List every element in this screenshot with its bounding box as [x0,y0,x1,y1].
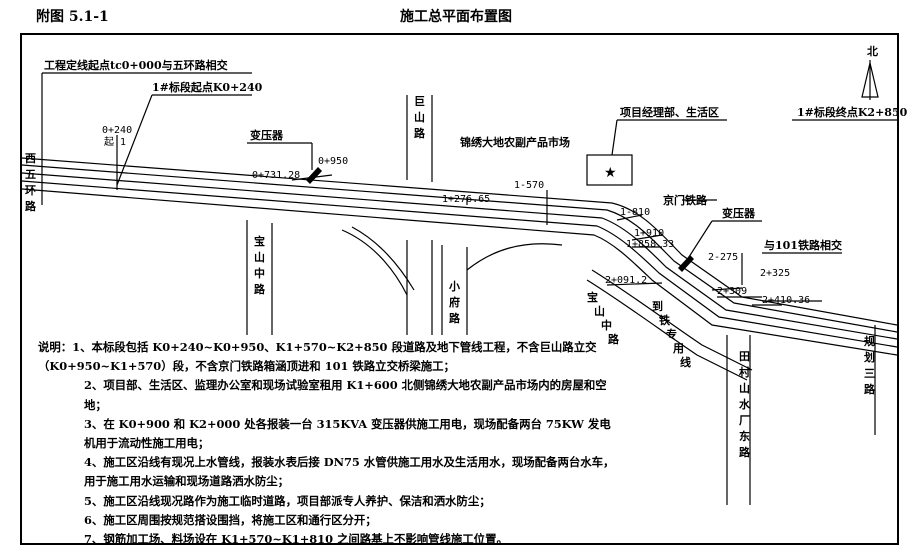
market-star-icon: ★ [604,165,617,181]
jushan-road-char-1: 山 [414,110,425,124]
north-label: 北 [867,44,878,58]
baoshan-curve-char-0: 宝 [587,290,598,304]
note-1: 说明：1、本标段包括 K0+240~K0+950、K1+570~K2+850 段… [38,340,597,374]
rail-special-char-2: 专 [666,327,677,341]
rail101-label: 与101铁路相交 [764,238,842,252]
road-line-4 [21,180,898,348]
note-3: 3、在 K0+900 和 K2+000 处各报装一台 315KVA 变压器供施工… [84,416,611,451]
tiancun-road-char-3: 水 [739,397,751,411]
station-0240: 0+240 [102,125,132,136]
road-line-3 [21,172,898,340]
station-1858: 1+858.33 [626,239,674,250]
tiancun-road-char-2: 山 [739,381,750,395]
rail-special-char-0: 到 [652,299,663,313]
note-5: 5、施工区沿线现况路作为施工临时道路，项目部派专人养护、保洁和洒水防尘； [84,493,491,508]
seg-start-label: 1#标段起点K0+240 [152,80,263,94]
tiancun-road-char-6: 路 [739,445,751,459]
west-road-char-2: 环 [25,184,36,197]
station-0950: 0+950 [318,156,348,167]
station-2091: 2+091.2 [605,275,647,286]
west-road-char-0: 西 [25,152,36,165]
station-0240b: 起 1 [104,136,126,148]
tiancun-road-char-1: 村 [739,365,750,379]
baoshan-road-char-3: 路 [254,282,266,296]
notes-block: 说明：1、本标段包括 K0+240~K0+950、K1+570~K2+850 段… [38,338,618,549]
tiancun-road-char-5: 东 [739,429,750,443]
station-2275: 2-275 [708,252,738,263]
road-line-1 [21,157,898,326]
note-4: 4、施工区沿线有现况上水管线，报装水表后接 DN75 水管供施工用水及生活用水，… [84,455,615,489]
rail-special-char-3: 用 [673,342,684,355]
note-7: 7、钢筋加工场、料场设在 K1+570~K1+810 之间路基上不影响管线施工位… [84,532,508,547]
station-2309: 2+309 [717,286,747,297]
site-plan-drawing: ★ 工程定线起点tc0+000与五环路相交 1#标段起点K0+240 1#标段终… [21,44,908,505]
west-road-char-3: 路 [25,199,37,213]
xiaofu-road-char-0: 小 [448,279,460,293]
market-label: 锦绣大地农副产品市场 [460,135,570,149]
jushan-road-char-2: 路 [414,126,426,140]
baoshan-curve-char-2: 中 [601,318,612,332]
transformer-icon-2 [678,255,694,272]
jingmen-rail-label: 京门铁路 [663,193,708,207]
baoshan-road-char-1: 山 [254,250,265,264]
market-box [586,154,633,186]
xiaofu-road-char-1: 府 [449,295,460,309]
note-2: 2、项目部、生活区、监理办公室和现场试验室租用 K1+600 北侧锦绣大地农副产… [84,378,607,412]
tiancun-road-char-4: 厂 [739,414,750,427]
figure-title: 施工总平面布置图 [400,9,512,25]
plan3-road-char-0: 规 [864,334,875,348]
road-line-2 [21,164,898,333]
pm-office-label: 项目经理部、生活区 [620,105,719,119]
figure-number: 附图 5.1-1 [36,9,109,25]
seg-end-label: 1#标段终点K2+850 [797,105,908,119]
west-road-char-1: 五 [25,168,36,181]
rail-special-char-4: 线 [680,355,691,369]
baoshan-curve-char-3: 路 [608,332,620,346]
baoshan-curve-char-1: 山 [594,304,605,318]
station-1810: 1-810 [620,207,650,218]
note-6: 6、施工区周围按规范搭设围挡，将施工区和通行区分开； [84,512,377,527]
plan3-road-char-3: 路 [864,382,876,396]
baoshan-road-char-0: 宝 [254,234,265,248]
rail-special-char-1: 铁 [659,313,670,327]
road-line-5 [21,188,898,356]
plan3-road-char-2: 三 [864,367,875,380]
tiancun-road-char-0: 田 [739,350,750,363]
start-line-label: 工程定线起点tc0+000与五环路相交 [44,58,228,72]
transformer-icon-1 [306,167,322,184]
station-2410: 2+410.36 [762,295,810,306]
drawing-frame: ★ 工程定线起点tc0+000与五环路相交 1#标段起点K0+240 1#标段终… [20,33,908,546]
station-2325: 2+325 [760,268,790,279]
station-1276: 1+276.65 [442,194,490,205]
station-1570: 1-570 [514,180,544,191]
station-1910: 1+910 [634,228,664,239]
transformer-label-2: 变压器 [722,206,756,220]
jushan-road-char-0: 巨 [414,95,425,108]
plan3-road-char-1: 划 [864,350,875,364]
baoshan-road-char-2: 中 [254,266,265,280]
xiaofu-road-char-2: 路 [449,311,461,325]
transformer-label-1: 变压器 [250,128,284,142]
station-0731: 0+731.28 [252,170,300,181]
